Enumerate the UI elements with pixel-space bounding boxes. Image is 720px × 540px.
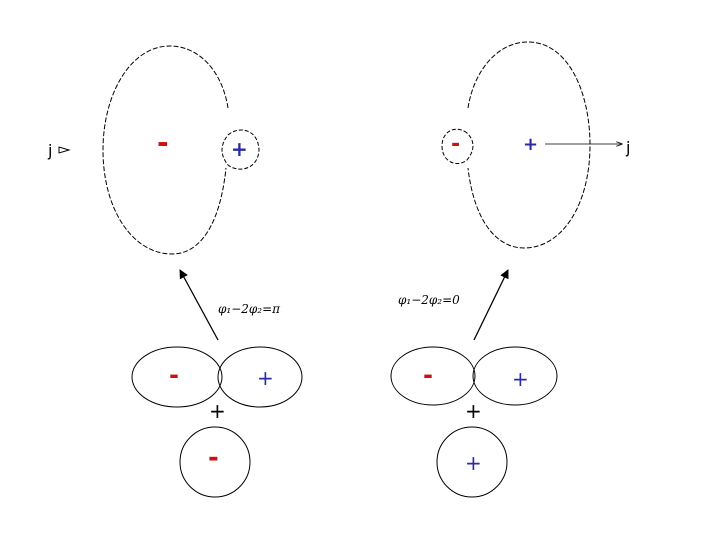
- left-large-lobe: [102, 45, 229, 255]
- right-panel: - + j φ₁−2φ₂=0 - + + +: [390, 41, 630, 498]
- right-large-lobe-plus-sign: +: [523, 134, 538, 155]
- left-panel: - + j φ₁−2φ₂=π - + + -: [47, 45, 303, 498]
- right-phase-label: φ₁−2φ₂=0: [398, 293, 460, 307]
- right-current-label: j: [625, 138, 630, 157]
- left-combination-arrow: [179, 269, 219, 341]
- right-small-lobe: [441, 128, 474, 164]
- left-lobe-plus-sign: +: [231, 137, 248, 161]
- left-current-label: j: [47, 141, 52, 160]
- right-combination-arrow: [473, 269, 509, 341]
- left-lobe-minus-sign: -: [157, 126, 169, 159]
- left-orbital-plus-sign: +: [257, 366, 274, 390]
- right-orbital-circle: [436, 426, 508, 498]
- left-small-lobe: [221, 129, 260, 170]
- right-orbital-minus: [390, 346, 476, 406]
- left-combine-sign: +: [209, 399, 226, 423]
- right-orbital-minus-sign: -: [423, 361, 433, 389]
- right-circle-plus-sign: +: [465, 451, 482, 475]
- left-orbital-minus: [131, 346, 223, 408]
- right-combine-sign: +: [465, 399, 482, 423]
- left-orbital-circle: [179, 426, 251, 498]
- left-orbital-minus-sign: -: [169, 361, 179, 389]
- right-orbital-plus-sign: +: [512, 367, 529, 391]
- right-small-lobe-minus-sign: -: [451, 132, 460, 157]
- right-orbital-plus: [472, 346, 558, 406]
- left-circle-minus-sign: -: [208, 443, 219, 473]
- left-phase-label: φ₁−2φ₂=π: [218, 302, 281, 316]
- left-current-arrow-icon: [58, 146, 71, 154]
- left-orbital-plus: [217, 346, 303, 408]
